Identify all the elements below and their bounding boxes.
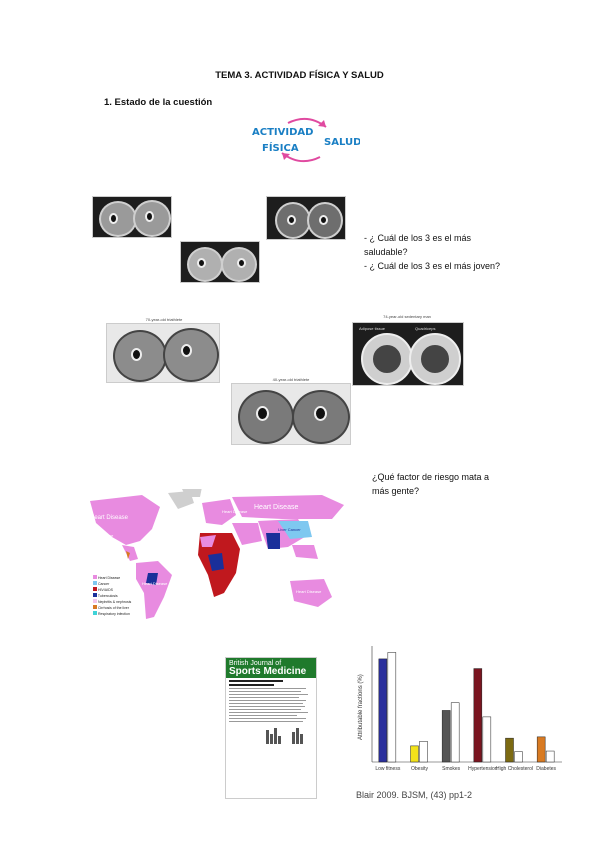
legend-item-nephritis: Nephritis & nephrosis: [93, 599, 131, 605]
scan-small-2: [266, 196, 346, 240]
question-2: - ¿ Cuál de los 3 es el más joven?: [364, 261, 501, 271]
chart-category-label: High Cholesterol: [496, 766, 533, 772]
scan-large-left: [106, 323, 220, 383]
chart-bar: [473, 668, 483, 763]
section-heading: 1. Estado de la cuestión: [104, 97, 213, 108]
cycle-label-fisica: FÍSICA: [262, 141, 299, 154]
chart-labels: Low fitness Obesity Smokes HypertensionHigh…: [375, 766, 556, 772]
legend-item-cirrhosis: Cirrhosis of the liver: [93, 605, 131, 611]
cycle-graphic: ACTIVIDAD FÍSICA SALUD: [252, 117, 360, 163]
question-1: - ¿ Cuál de los 3 es el más saludable? -…: [364, 231, 500, 273]
journal-cover: British Journal of Sports Medicine: [225, 657, 317, 799]
map-label-liver: Liver Cancer: [278, 527, 301, 532]
journal-title-line1: British Journal of: [229, 660, 282, 667]
question-3-line2: más gente?: [372, 486, 420, 496]
chart-bar: [536, 736, 546, 763]
chart-bar: [441, 710, 451, 763]
map-label-heart-6: Heart Disease: [296, 589, 322, 594]
question-3-line1: ¿Qué factor de riesgo mata a: [372, 472, 490, 482]
journal-text-lines: [226, 680, 316, 722]
chart-category-label: Smokes: [442, 766, 461, 772]
cycle-label-actividad: ACTIVIDAD: [252, 127, 313, 138]
chart-category-label: Diabetes: [536, 766, 556, 772]
chart-category-label: Obesity: [411, 766, 428, 772]
journal-masthead: British Journal of Sports Medicine: [226, 658, 316, 678]
scan-caption-center: 40-year-old triathlete: [272, 377, 310, 382]
legend-item-hiv: HIV/AIDS: [93, 587, 131, 593]
document-title: TEMA 3. ACTIVIDAD FÍSICA Y SALUD: [215, 70, 384, 81]
map-legend: Heart Disease Cancer HIV/AIDS Tuberculos…: [90, 573, 135, 619]
map-label-heart-4: Heart Disease: [254, 504, 298, 511]
legend-item-heart: Heart Disease: [93, 575, 131, 581]
chart-y-axis-label: Attributable fractions (%): [358, 674, 364, 740]
chart-bars: [378, 652, 555, 763]
chart-category-label: Hypertension: [468, 766, 498, 772]
chart-bar: [387, 652, 397, 763]
map-label-heart-3: Heart Disease: [222, 509, 248, 514]
citation: Blair 2009. BJSM, (43) pp1-2: [356, 790, 473, 800]
legend-item-cancer: Cancer: [93, 581, 131, 587]
question-1-line2: saludable?: [364, 247, 408, 257]
legend-item-respiratory: Respiratory infection: [93, 611, 131, 617]
chart-bar: [378, 658, 388, 763]
journal-mini-charts: [266, 728, 303, 744]
chart-category-label: Low fitness: [375, 766, 401, 772]
journal-title-line2: Sports Medicine: [229, 666, 307, 677]
scan-sublabel-adipose: Adipose tissue: [359, 326, 386, 331]
cycle-label-salud: SALUD: [324, 137, 360, 148]
question-1-line1: - ¿ Cuál de los 3 es el más: [364, 233, 472, 243]
map-label-heart-1: Heart Disease: [90, 515, 129, 521]
scan-small-3: [180, 241, 260, 283]
scan-caption-right: 74-year-old sedentary man: [383, 314, 431, 319]
chart-bar: [482, 716, 492, 763]
map-label-heart-2: Heart Disease: [88, 533, 114, 538]
chart-bar: [505, 737, 514, 763]
world-map-graphic: Heart Disease Heart Disease Heart Diseas…: [88, 487, 344, 619]
chart-bar: [450, 702, 460, 763]
chart-bar: [410, 745, 419, 763]
world-map: Heart Disease Heart Disease Heart Diseas…: [82, 487, 350, 624]
chart-bar: [419, 741, 428, 763]
map-label-heart-5: Heart Disease: [142, 581, 168, 586]
legend-item-tb: Tuberculosis: [93, 593, 131, 599]
scan-large-center: [231, 383, 351, 445]
question-3: ¿Qué factor de riesgo mata a más gente?: [372, 470, 489, 498]
chart-bar: [514, 751, 523, 763]
scan-caption-left: 70-year-old triathlete: [145, 317, 183, 322]
scan-large-right: Adipose tissue Quadriceps: [352, 322, 464, 386]
chart-bar: [545, 750, 555, 763]
scan-sublabel-quadriceps: Quadriceps: [415, 326, 436, 331]
chart-axes: [371, 646, 562, 763]
bar-chart-svg: Low fitness Obesity Smokes HypertensionHigh…: [358, 646, 562, 772]
scan-small-1: [92, 196, 172, 238]
